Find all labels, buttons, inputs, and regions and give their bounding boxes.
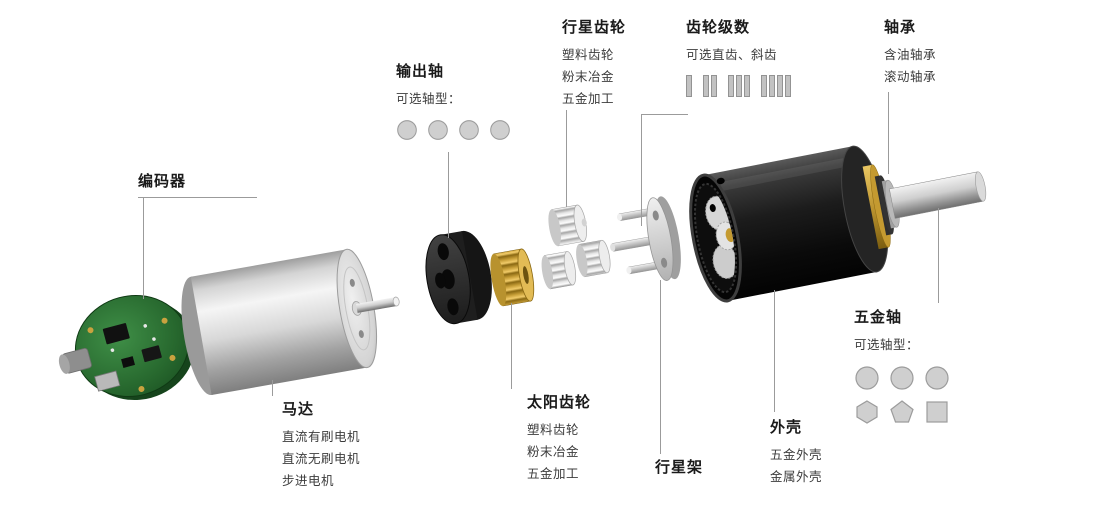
shaft-type-circle-icon xyxy=(490,120,510,140)
shaft-type-circle-icon xyxy=(397,120,417,140)
output-shaft-part xyxy=(889,171,984,219)
motor-line-2: 直流无刷电机 xyxy=(282,451,361,466)
gearbox-housing xyxy=(689,145,987,303)
motor-line-1: 直流有刷电机 xyxy=(282,429,361,444)
shaft-type-circle-icon xyxy=(925,366,949,390)
motor-shaft xyxy=(356,297,397,313)
encoder-pcb xyxy=(58,295,195,401)
pcb-ic-chip xyxy=(102,323,130,345)
planetary-gear-title: 行星齿轮 xyxy=(562,18,627,36)
label-sun-gear: 太阳齿轮 塑料齿轮 粉末冶金 五金加工 xyxy=(527,391,591,485)
gear-stage-4-icon xyxy=(761,75,791,97)
encoder-title: 编码器 xyxy=(138,172,187,190)
internal-planet-gears xyxy=(705,195,738,279)
label-gear-stages: 齿轮级数 可选直齿、斜齿 xyxy=(686,16,791,97)
shaft-type-circle-icon xyxy=(459,120,479,140)
planetary-gear-line-1: 塑料齿轮 xyxy=(562,47,615,62)
planet-carrier-part xyxy=(610,196,681,281)
housing-line-1: 五金外壳 xyxy=(770,447,823,462)
bearing-line-2: 滚动轴承 xyxy=(884,69,937,84)
shaft-type-square-icon xyxy=(926,401,948,423)
metal-shaft-type-icons-row1 xyxy=(854,365,950,391)
shaft-type-circle-icon xyxy=(428,120,448,140)
planetary-gears-part xyxy=(541,204,611,290)
planetary-gear-line-2: 粉末冶金 xyxy=(562,69,615,84)
metal-shaft-subtitle: 可选轴型： xyxy=(854,337,920,352)
output-shaft-type-icons xyxy=(396,119,511,141)
label-encoder: 编码器 xyxy=(138,170,186,198)
label-output-shaft: 输出轴 可选轴型： xyxy=(396,60,511,141)
sun-gear-line-2: 粉末冶金 xyxy=(527,444,580,459)
label-motor: 马达 直流有刷电机 直流无刷电机 步进电机 xyxy=(282,398,360,492)
output-shaft-title: 输出轴 xyxy=(396,62,445,80)
label-planetary-gear: 行星齿轮 塑料齿轮 粉末冶金 五金加工 xyxy=(562,16,626,110)
housing-line-2: 金属外壳 xyxy=(770,469,823,484)
gear-stage-icons xyxy=(686,75,791,97)
sun-gear-title: 太阳齿轮 xyxy=(527,393,592,411)
gear-stages-subtitle: 可选直齿、斜齿 xyxy=(686,47,778,62)
sun-gear-line-3: 五金加工 xyxy=(527,466,580,481)
bearing-title: 轴承 xyxy=(884,18,917,36)
motor-end-cap xyxy=(425,230,492,325)
dc-motor xyxy=(181,248,400,396)
metal-shaft-title: 五金轴 xyxy=(854,308,903,326)
shaft-type-circle-icon xyxy=(855,366,879,390)
gear-stages-title: 齿轮级数 xyxy=(686,18,751,36)
motor-title: 马达 xyxy=(282,400,315,418)
callout-encoder-line xyxy=(138,197,257,299)
label-planet-carrier: 行星架 xyxy=(655,456,703,484)
gear-stage-2-icon xyxy=(703,75,717,97)
metal-shaft-type-icons-row2 xyxy=(854,399,950,425)
shaft-type-hexagon-icon xyxy=(856,400,878,424)
pcb-connector xyxy=(94,370,121,392)
shaft-type-circle-icon xyxy=(890,366,914,390)
output-shaft-subtitle: 可选轴型： xyxy=(396,91,462,106)
housing-title: 外壳 xyxy=(770,418,803,436)
label-housing: 外壳 五金外壳 金属外壳 xyxy=(770,416,822,488)
planetary-gear-line-3: 五金加工 xyxy=(562,91,615,106)
motor-line-3: 步进电机 xyxy=(282,473,335,488)
bearing-line-1: 含油轴承 xyxy=(884,47,937,62)
label-metal-shaft: 五金轴 可选轴型： xyxy=(854,306,950,425)
callout-gear-stages-line xyxy=(641,114,688,226)
shaft-type-pentagon-icon xyxy=(890,400,914,423)
sun-gear-line-1: 塑料齿轮 xyxy=(527,422,580,437)
planet-carrier-title: 行星架 xyxy=(655,458,704,476)
callout-lines xyxy=(138,92,939,454)
gear-stage-1-icon xyxy=(686,75,692,97)
gear-stage-3-icon xyxy=(728,75,750,97)
sun-gear-part xyxy=(490,248,535,307)
label-bearing: 轴承 含油轴承 滚动轴承 xyxy=(884,16,936,88)
